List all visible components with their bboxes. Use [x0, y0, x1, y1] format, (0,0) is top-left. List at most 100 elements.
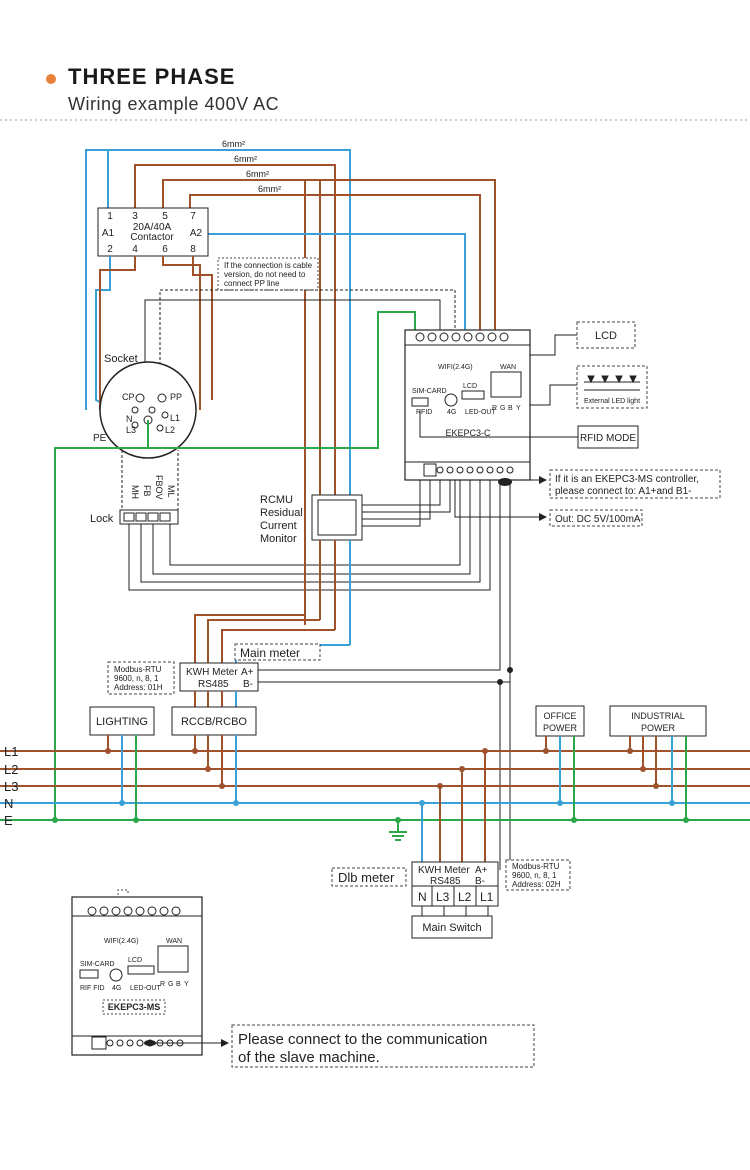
lock-label: Lock: [90, 513, 114, 525]
main-switch-label: Main Switch: [422, 922, 481, 934]
dlb-modbus-3: Address: 02H: [512, 880, 561, 889]
main-meter-modbus-3: Address: 01H: [114, 683, 163, 692]
main-meter-line1: KWH Meter: [186, 667, 238, 678]
slave-note-line-2: of the slave machine.: [238, 1049, 380, 1066]
controller-rfid: RFID: [416, 409, 432, 416]
slave-wifi: WIFI(2.4G): [104, 938, 139, 945]
slave-wan: WAN: [166, 938, 182, 945]
slave-led-y: Y: [184, 981, 189, 988]
controller-led-r: R: [492, 405, 497, 412]
slave-led-r: R: [160, 981, 165, 988]
lcd-box: LCD: [530, 321, 636, 356]
cable-label-2: 6mm²: [234, 154, 257, 164]
lock-pin-fb: FB: [142, 485, 152, 497]
slave-led-g: G: [168, 981, 173, 988]
contactor-bottom-4: 4: [132, 244, 138, 255]
controller-4g: 4G: [447, 409, 456, 416]
controller-led-g: G: [500, 405, 505, 412]
industrial-power-box: INDUSTRIAL POWER: [609, 705, 707, 737]
lighting-label: LIGHTING: [96, 716, 148, 728]
controller-wifi: WIFI(2.4G): [438, 364, 473, 371]
rcmu: RCMU Residual Current Monitor: [260, 494, 363, 545]
socket-pin-l3: L3: [126, 425, 136, 435]
controller-led-b: B: [508, 405, 513, 412]
controller-sim: SIM-CARD: [412, 388, 447, 395]
lcd-box-label: LCD: [595, 330, 617, 342]
slave-sim: SIM-CARD: [80, 961, 115, 968]
contactor-bottom-6: 6: [162, 244, 168, 255]
contactor-top-7: 7: [190, 211, 196, 222]
slave-controller: WIFI(2.4G) WAN SIM-CARD LCD 4G RIF FID L…: [71, 889, 203, 1056]
contactor-top-1: 1: [107, 211, 113, 222]
contactor-top-3: 3: [132, 211, 138, 222]
controller-led-y: Y: [516, 405, 521, 412]
bus-label-l1: L1: [4, 744, 18, 759]
controller-ekepc3c: WIFI(2.4G) WAN SIM-CARD LCD 4G RFID LED-…: [404, 329, 531, 481]
bullet-dot-icon: [46, 74, 56, 84]
contactor-a2: A2: [190, 228, 203, 239]
office-label-2: POWER: [543, 723, 578, 733]
dlb-phase-l1: L1: [480, 890, 494, 904]
rcmu-line-2: Residual: [260, 507, 303, 519]
out-dc-label: Out: DC 5V/100mA: [555, 514, 641, 525]
dlb-meter-label: Dlb meter: [338, 870, 395, 885]
lock-pin-fbov: FBOV: [154, 475, 164, 500]
contactor-rating: 20A/40A: [133, 222, 172, 233]
dlb-phase-l3: L3: [436, 890, 450, 904]
bus-label-l3: L3: [4, 779, 18, 794]
socket-pin-n: N: [126, 414, 133, 424]
bus-label-l2: L2: [4, 762, 18, 777]
rccb-box: RCCB/RCBO: [171, 706, 257, 736]
main-meter: Main meter KWH Meter RS485 A+ B- Modbus-…: [107, 643, 321, 695]
dlb-meter: Dlb meter KWH Meter RS485 A+ B- N L3 L2 …: [331, 859, 571, 939]
controller-wan: WAN: [500, 364, 516, 371]
ms-note-line-2: please connect to: A1+and B1-: [555, 486, 692, 497]
contactor: 1 3 5 7 20A/40A A1 Contactor A2 2 4 6 8: [97, 207, 209, 257]
bus-bars: [0, 750, 750, 821]
main-meter-modbus-1: Modbus-RTU: [114, 665, 162, 674]
pp-note-line-1: If the connection is cable: [224, 261, 313, 270]
socket-pin-pp: PP: [170, 392, 182, 402]
contactor-top-5: 5: [162, 211, 168, 222]
contactor-a1: A1: [102, 228, 115, 239]
controller-lcd: LCD: [463, 383, 477, 390]
out-dc-note: Out: DC 5V/100mA: [454, 480, 643, 527]
controller-ledout: LED-OUT: [465, 409, 496, 416]
industrial-label-2: POWER: [641, 723, 676, 733]
slave-rfid: RIF FID: [80, 985, 105, 992]
lock-connector: MH FB FBOV ML Lock: [90, 450, 179, 525]
lock-pin-mh: MH: [130, 485, 140, 499]
slave-name: EKEPC3-MS: [108, 1002, 161, 1012]
slave-4g: 4G: [112, 985, 121, 992]
rfid-mode-box: RFID MODE: [419, 410, 639, 449]
industrial-label-1: INDUSTRIAL: [631, 711, 685, 721]
rccb-label: RCCB/RCBO: [181, 716, 247, 728]
slave-ledout: LED-OUT: [130, 985, 161, 992]
contactor-bottom-2: 2: [107, 244, 113, 255]
socket-pin-l1: L1: [170, 413, 180, 423]
main-meter-line2: RS485: [198, 679, 229, 690]
main-meter-a: A+: [241, 667, 254, 678]
contactor-bottom-8: 8: [190, 244, 196, 255]
pp-note-line-2: version, do not need to: [224, 270, 306, 279]
ms-note-line-1: If it is an EKEPC3-MS controller,: [555, 474, 699, 485]
dlb-modbus-1: Modbus-RTU: [512, 862, 560, 871]
dlb-phase-l2: L2: [458, 890, 472, 904]
slave-lcd: LCD: [128, 957, 142, 964]
cable-label-4: 6mm²: [258, 184, 281, 194]
office-power-box: OFFICE POWER: [535, 705, 585, 737]
dlb-meter-line2: RS485: [430, 876, 461, 887]
bus-label-e: E: [4, 813, 13, 828]
lock-pin-ml: ML: [166, 485, 176, 498]
ground-icon: [389, 820, 407, 841]
main-meter-modbus-2: 9600, n, 8, 1: [114, 674, 159, 683]
main-meter-label: Main meter: [240, 646, 300, 660]
rcmu-line-4: Monitor: [260, 533, 297, 545]
socket-label: Socket: [104, 353, 138, 365]
cable-label-3: 6mm²: [246, 169, 269, 179]
slave-note: Please connect to the communication of t…: [144, 1024, 535, 1068]
socket-pe-label: PE: [93, 433, 107, 444]
socket-pin-l2: L2: [165, 425, 175, 435]
page-subtitle: Wiring example 400V AC: [68, 94, 280, 114]
